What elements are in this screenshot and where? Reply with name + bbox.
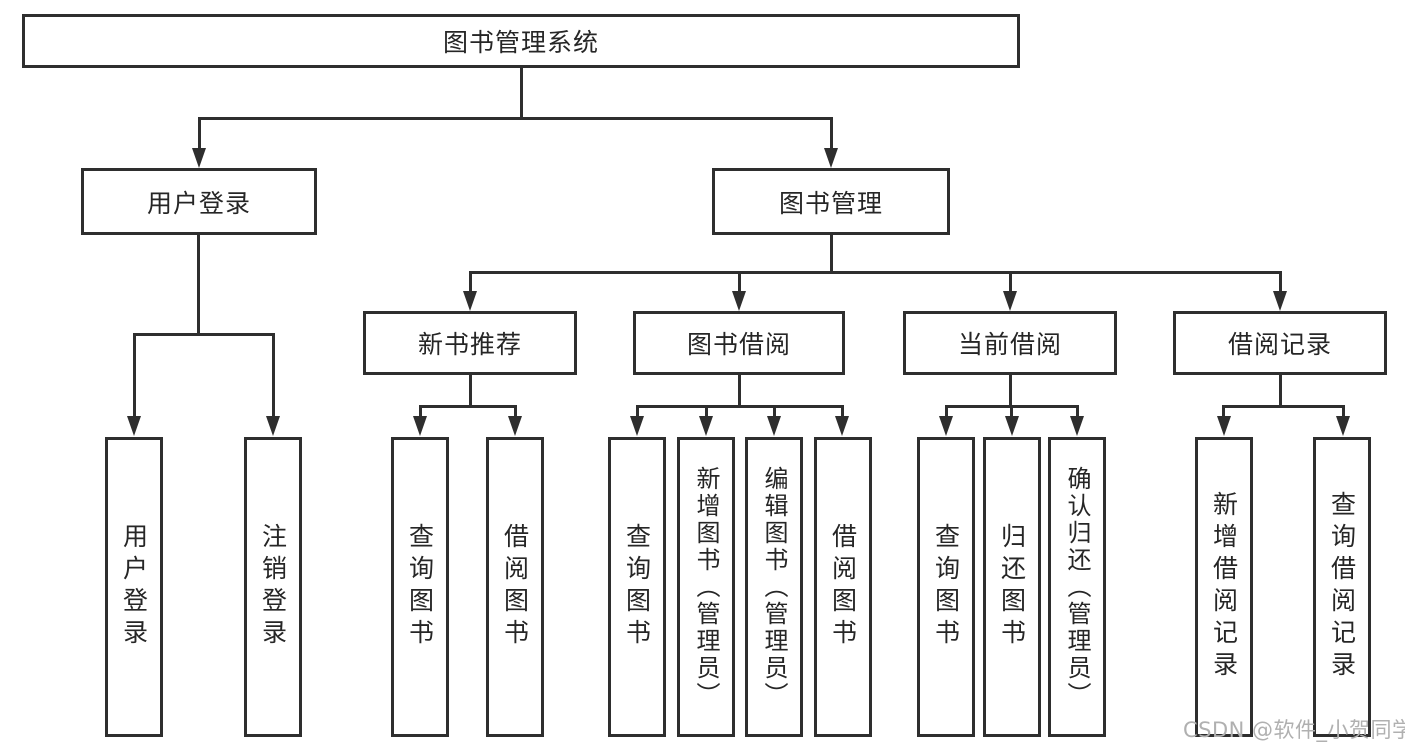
- connector-line: [469, 375, 472, 408]
- connector-line: [197, 235, 200, 336]
- arrow-down-icon: [508, 416, 522, 436]
- connector-line: [1222, 405, 1225, 419]
- leaf-query-books-borrowing: 查询图书: [608, 437, 666, 737]
- leaf-label: 查询图书: [931, 523, 961, 651]
- connector-line: [738, 271, 741, 293]
- connector-line: [514, 405, 517, 419]
- node-book-borrowing: 图书借阅: [633, 311, 845, 375]
- arrow-down-icon: [413, 416, 427, 436]
- arrow-down-icon: [1070, 416, 1084, 436]
- leaf-edit-books-admin: 编辑图书（管理员）: [745, 437, 803, 737]
- connector-line: [1009, 375, 1012, 408]
- connector-line: [419, 405, 422, 419]
- connector-line: [841, 405, 844, 419]
- leaf-label: 归还图书: [997, 523, 1027, 651]
- connector-line: [1009, 271, 1012, 293]
- arrow-down-icon: [824, 148, 838, 168]
- leaf-label: 借阅图书: [828, 523, 858, 651]
- connector-line: [1010, 405, 1013, 419]
- arrow-down-icon: [699, 416, 713, 436]
- leaf-label: 查询图书: [622, 523, 652, 651]
- node-user-login: 用户登录: [81, 168, 317, 235]
- arrow-down-icon: [630, 416, 644, 436]
- leaf-user-login: 用户登录: [105, 437, 163, 737]
- leaf-label: 编辑图书（管理员）: [760, 465, 788, 709]
- leaf-label: 查询借阅记录: [1327, 491, 1357, 683]
- leaf-label: 查询图书: [405, 523, 435, 651]
- leaf-query-books-current: 查询图书: [917, 437, 975, 737]
- arrow-down-icon: [1273, 291, 1287, 311]
- connector-line: [469, 271, 1282, 274]
- leaf-label: 确认归还（管理员）: [1063, 465, 1091, 709]
- leaf-query-books-recommend: 查询图书: [391, 437, 449, 737]
- connector-line: [830, 117, 833, 150]
- connector-line: [705, 405, 708, 419]
- leaf-add-books-admin: 新增图书（管理员）: [677, 437, 735, 737]
- connector-line: [1279, 271, 1282, 293]
- connector-line: [636, 405, 639, 419]
- node-book-management: 图书管理: [712, 168, 950, 235]
- node-library-management-system: 图书管理系统: [22, 14, 1020, 68]
- connector-line: [198, 117, 201, 150]
- arrow-down-icon: [1336, 416, 1350, 436]
- leaf-label: 用户登录: [119, 523, 149, 651]
- connector-line: [133, 333, 136, 418]
- connector-line: [945, 405, 948, 419]
- connector-line: [133, 333, 275, 336]
- node-current-borrowing: 当前借阅: [903, 311, 1117, 375]
- leaf-label: 新增借阅记录: [1209, 491, 1239, 683]
- connector-line: [1342, 405, 1345, 419]
- leaf-add-borrow-record: 新增借阅记录: [1195, 437, 1253, 737]
- arrow-down-icon: [767, 416, 781, 436]
- leaf-label: 借阅图书: [500, 523, 530, 651]
- arrow-down-icon: [127, 416, 141, 436]
- connector-line: [272, 333, 275, 418]
- leaf-borrow-books: 借阅图书: [814, 437, 872, 737]
- connector-line: [469, 271, 472, 293]
- connector-line: [520, 66, 523, 119]
- node-borrowing-records: 借阅记录: [1173, 311, 1387, 375]
- connector-line: [636, 405, 844, 408]
- node-new-book-recommendation: 新书推荐: [363, 311, 577, 375]
- connector-line: [1222, 405, 1345, 408]
- leaf-logout: 注销登录: [244, 437, 302, 737]
- leaf-query-borrow-record: 查询借阅记录: [1313, 437, 1371, 737]
- leaf-label: 新增图书（管理员）: [692, 465, 720, 709]
- arrow-down-icon: [266, 416, 280, 436]
- arrow-down-icon: [939, 416, 953, 436]
- connector-line: [1279, 375, 1282, 408]
- connector-line: [738, 375, 741, 408]
- connector-line: [1076, 405, 1079, 419]
- connector-line: [419, 405, 517, 408]
- connector-line: [198, 117, 833, 120]
- leaf-borrow-books-recommend: 借阅图书: [486, 437, 544, 737]
- arrow-down-icon: [463, 291, 477, 311]
- leaf-label: 注销登录: [258, 523, 288, 651]
- connector-line: [830, 235, 833, 274]
- arrow-down-icon: [835, 416, 849, 436]
- watermark: CSDN @软件_小贺同学: [1183, 718, 1405, 742]
- arrow-down-icon: [732, 291, 746, 311]
- arrow-down-icon: [1005, 416, 1019, 436]
- leaf-confirm-return-admin: 确认归还（管理员）: [1048, 437, 1106, 737]
- leaf-return-books: 归还图书: [983, 437, 1041, 737]
- arrow-down-icon: [1003, 291, 1017, 311]
- connector-line: [773, 405, 776, 419]
- arrow-down-icon: [1217, 416, 1231, 436]
- arrow-down-icon: [192, 148, 206, 168]
